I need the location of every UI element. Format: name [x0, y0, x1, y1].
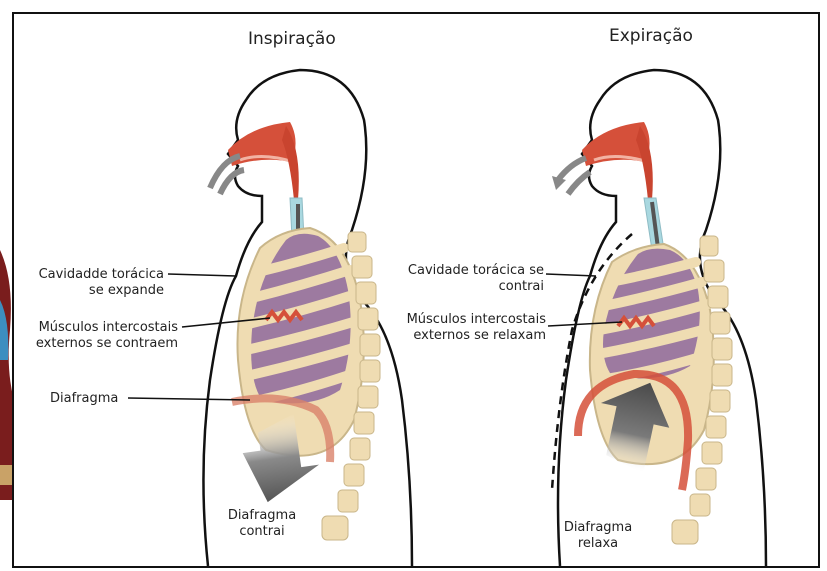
- inspiration-muscles-label: Músculos intercostais externos se contra…: [26, 320, 178, 352]
- expiration-title: Expiração: [609, 26, 693, 46]
- label-line: Diafragma: [548, 520, 648, 536]
- expiration-muscles-label: Músculos intercostais externos se relaxa…: [398, 312, 546, 344]
- label-line: se expande: [26, 283, 164, 299]
- expiration-diaphragm-action-label: Diafragma relaxa: [548, 520, 648, 552]
- inspiration-figure: [203, 70, 412, 566]
- inspiration-title: Inspiração: [248, 29, 336, 49]
- label-line: externos se contraem: [26, 336, 178, 352]
- label-line: Músculos intercostais: [398, 312, 546, 328]
- label-line: Cavidade torácica se: [400, 263, 544, 279]
- label-line: externos se relaxam: [398, 328, 546, 344]
- label-line: contrai: [400, 279, 544, 295]
- expiration-figure: [552, 70, 766, 566]
- label-line: Músculos intercostais: [26, 320, 178, 336]
- inspiration-diaphragm-label: Diafragma: [50, 391, 118, 407]
- inspiration-cavity-label: Cavidadde torácica se expande: [26, 267, 164, 299]
- expiration-cavity-label: Cavidade torácica se contrai: [400, 263, 544, 295]
- label-line: Diafragma: [212, 508, 312, 524]
- label-line: relaxa: [548, 536, 648, 552]
- label-line: contrai: [212, 524, 312, 540]
- label-line: Cavidadde torácica: [26, 267, 164, 283]
- inspiration-diaphragm-action-label: Diafragma contrai: [212, 508, 312, 540]
